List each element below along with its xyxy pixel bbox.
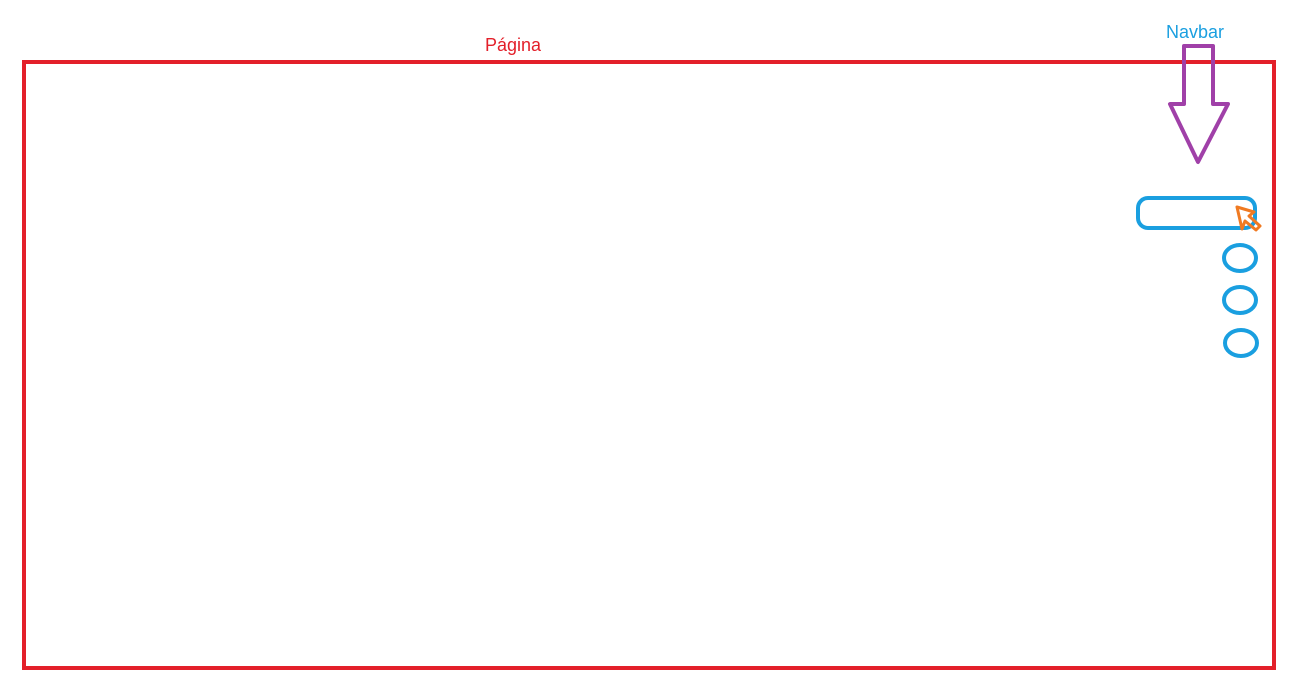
page-frame: [22, 60, 1276, 670]
navbar-label: Navbar: [1166, 22, 1225, 42]
page-label: Página: [485, 35, 542, 55]
